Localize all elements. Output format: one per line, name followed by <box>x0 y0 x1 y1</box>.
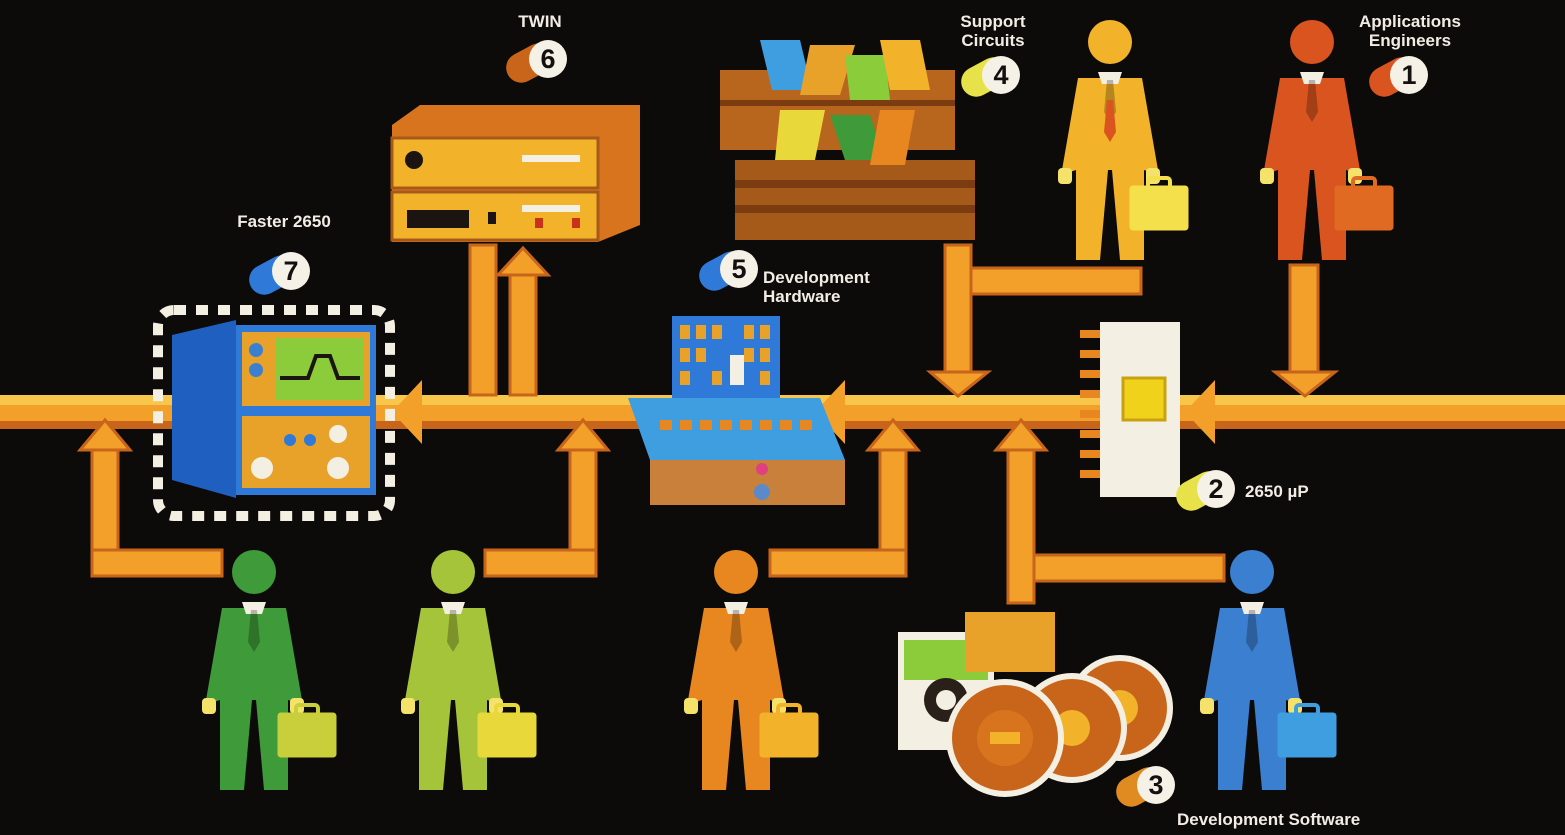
briefcase-icon <box>476 703 538 759</box>
briefcase-icon <box>1128 176 1190 232</box>
label-twin: TWIN <box>518 12 562 31</box>
engineer-figure-yellow <box>1058 20 1160 260</box>
label-faster-2650: Faster 2650 <box>237 212 331 231</box>
chip-tray-icon <box>720 40 975 240</box>
badge-3: 3 <box>1110 762 1183 812</box>
bus-arrowheads <box>392 380 1215 444</box>
label-2650-up: 2650 µP <box>1245 482 1309 501</box>
dev-console-icon <box>628 316 845 505</box>
briefcase-icon <box>758 703 820 759</box>
microprocessor-chip-icon <box>1080 322 1180 497</box>
oscilloscope-cabinet-icon <box>153 305 395 521</box>
badge-4: 4 <box>955 52 1028 102</box>
tape-reels-icon <box>898 612 1173 797</box>
branch-connectors <box>76 243 1340 605</box>
briefcase-icon <box>276 703 338 759</box>
label-applications-engineers: Applications Engineers <box>1358 12 1461 50</box>
badge-1: 1 <box>1363 52 1436 102</box>
label-development-hardware: Development Hardware <box>763 268 870 306</box>
label-support-circuits: Support Circuits <box>960 12 1026 50</box>
badge-6: 6 <box>500 38 573 88</box>
label-development-software: Development Software <box>1177 810 1361 829</box>
twin-rack-icon <box>390 105 640 242</box>
briefcase-icon <box>1333 176 1395 232</box>
badge-5: 5 <box>693 246 766 296</box>
briefcase-icon <box>1276 703 1338 759</box>
badge-7: 7 <box>243 250 316 300</box>
badge-2: 2 <box>1170 466 1243 516</box>
